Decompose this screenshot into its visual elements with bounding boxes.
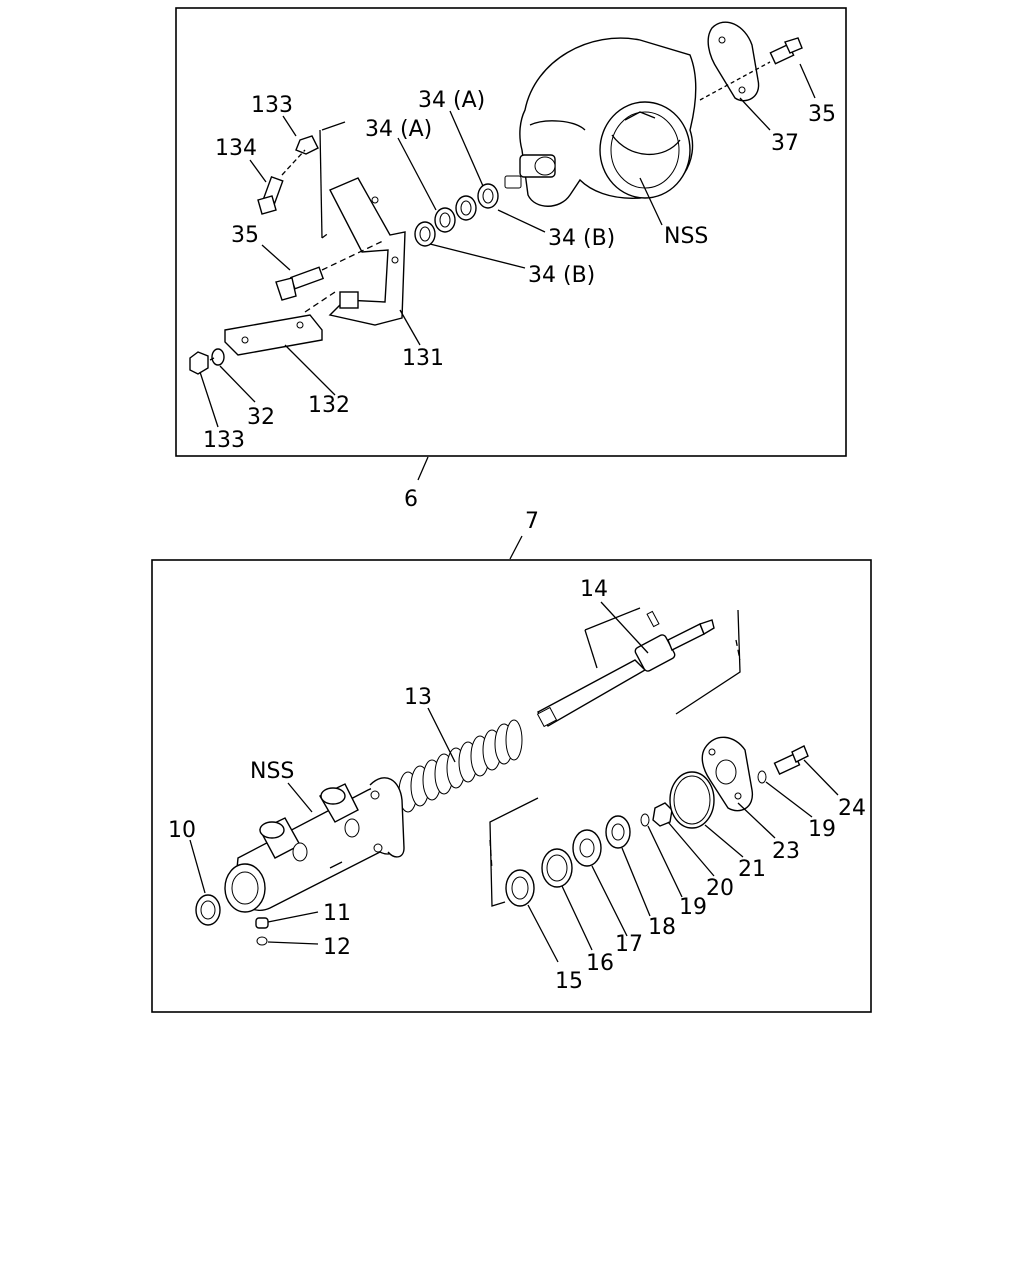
plate-37 (699, 21, 771, 102)
label-nss-top: NSS (664, 224, 708, 249)
leaders-top (199, 63, 816, 428)
cap-10 (195, 894, 221, 926)
housing-nss (504, 37, 697, 207)
label-24: 24 (838, 796, 866, 821)
bolt-35-top (769, 37, 803, 65)
leaders-bottom (189, 601, 839, 963)
label-17: 17 (615, 932, 643, 957)
panel-6-frame (175, 7, 847, 457)
bolt-134 (257, 135, 319, 215)
washers-34 (414, 183, 499, 247)
label-10: 10 (168, 818, 196, 843)
label-14: 14 (580, 577, 608, 602)
panel-6-callout-line (417, 456, 429, 481)
label-21: 21 (738, 857, 766, 882)
label-16: 16 (586, 951, 614, 976)
label-133-bottom: 133 (203, 428, 245, 453)
label-23: 23 (772, 839, 800, 864)
seal-kit (489, 736, 809, 907)
panel-7-frame (151, 559, 872, 1013)
push-rod-14 (536, 609, 741, 728)
panel-7-callout: 7 (525, 509, 539, 534)
item-11-12 (255, 917, 269, 946)
label-37: 37 (771, 131, 799, 156)
plate-132 (224, 291, 336, 356)
panel-7-callout-line (509, 535, 523, 560)
label-32: 32 (247, 405, 275, 430)
label-13: 13 (404, 685, 432, 710)
label-35-mid: 35 (231, 223, 259, 248)
label-133-top: 133 (251, 93, 293, 118)
label-34a-2: 34 (A) (418, 88, 485, 113)
label-20: 20 (706, 876, 734, 901)
label-34b-2: 34 (B) (528, 263, 595, 288)
label-nss-bottom: NSS (250, 759, 294, 784)
label-11: 11 (323, 901, 351, 926)
panel-7: 7 (151, 509, 872, 1013)
panel-6-callout: 6 (404, 487, 418, 512)
label-132: 132 (308, 393, 350, 418)
label-34a-1: 34 (A) (365, 117, 432, 142)
bolt-35-mid (275, 239, 386, 301)
label-35-top: 35 (808, 102, 836, 127)
panel-6: 6 (175, 7, 847, 512)
label-134: 134 (215, 136, 257, 161)
cylinder-body-nss (224, 777, 405, 913)
spring-13 (398, 719, 523, 813)
label-19-b: 19 (808, 817, 836, 842)
label-18: 18 (648, 915, 676, 940)
label-19-a: 19 (679, 895, 707, 920)
bracket-131 (319, 121, 406, 326)
label-131: 131 (402, 346, 444, 371)
label-34b-1: 34 (B) (548, 226, 615, 251)
nut-133-washer-32 (189, 348, 225, 375)
label-12: 12 (323, 935, 351, 960)
label-15: 15 (555, 969, 583, 994)
